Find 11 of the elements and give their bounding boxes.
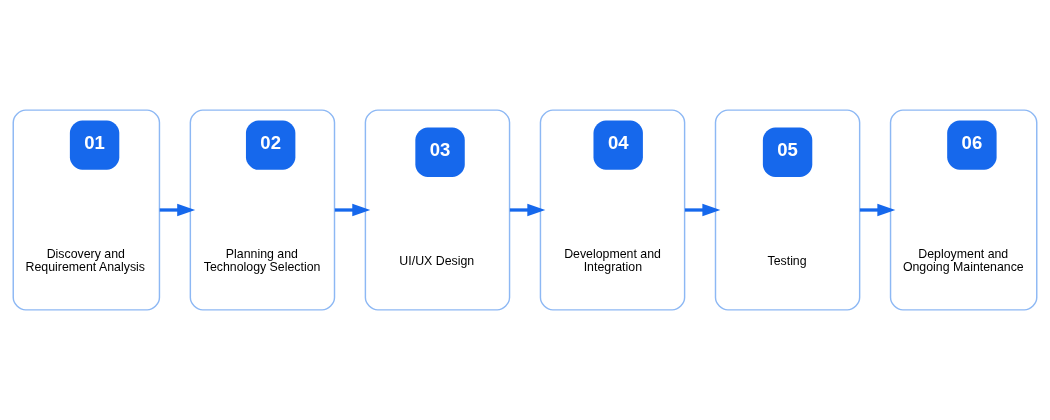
arrow <box>684 203 721 217</box>
arrow <box>859 203 896 217</box>
arrow <box>159 203 196 217</box>
node-box: 05 Testing <box>714 109 861 311</box>
node-box: 03 UI/UX Design <box>364 109 511 311</box>
arrow <box>509 203 546 217</box>
arrow <box>334 203 371 217</box>
node-box: 01 Discovery and Requirement Analysis <box>12 109 161 311</box>
node-box: 04 Development and Integration <box>539 109 686 311</box>
node-box: 06 Deployment and Ongoing Maintenance <box>889 109 1038 311</box>
node-box: 02 Planning and Technology Selection <box>189 109 336 311</box>
